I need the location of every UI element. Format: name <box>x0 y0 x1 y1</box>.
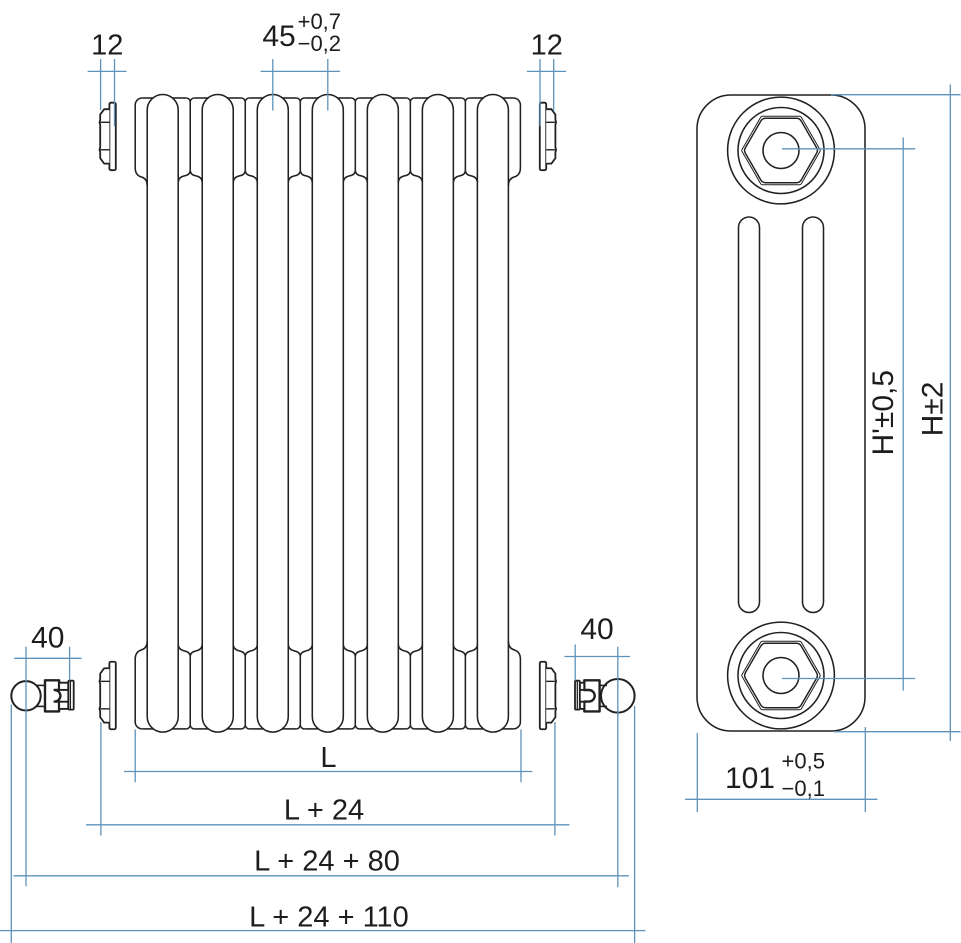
svg-text:+0,5: +0,5 <box>782 749 825 774</box>
svg-text:L: L <box>320 742 336 774</box>
svg-text:L + 24: L + 24 <box>284 795 364 827</box>
svg-text:+0,7: +0,7 <box>298 9 341 34</box>
svg-text:12: 12 <box>531 30 563 62</box>
svg-text:101: 101 <box>725 762 775 795</box>
svg-text:−0,1: −0,1 <box>782 776 825 801</box>
svg-text:L + 24 + 110: L + 24 + 110 <box>249 902 409 934</box>
svg-text:H'±0,5: H'±0,5 <box>867 370 900 456</box>
svg-text:L + 24 + 80: L + 24 + 80 <box>254 846 400 878</box>
svg-text:H±2: H±2 <box>917 382 950 437</box>
svg-text:12: 12 <box>91 30 123 62</box>
svg-text:45: 45 <box>262 20 295 53</box>
svg-text:−0,2: −0,2 <box>298 31 341 56</box>
svg-text:40: 40 <box>31 622 64 655</box>
svg-text:40: 40 <box>580 613 613 646</box>
